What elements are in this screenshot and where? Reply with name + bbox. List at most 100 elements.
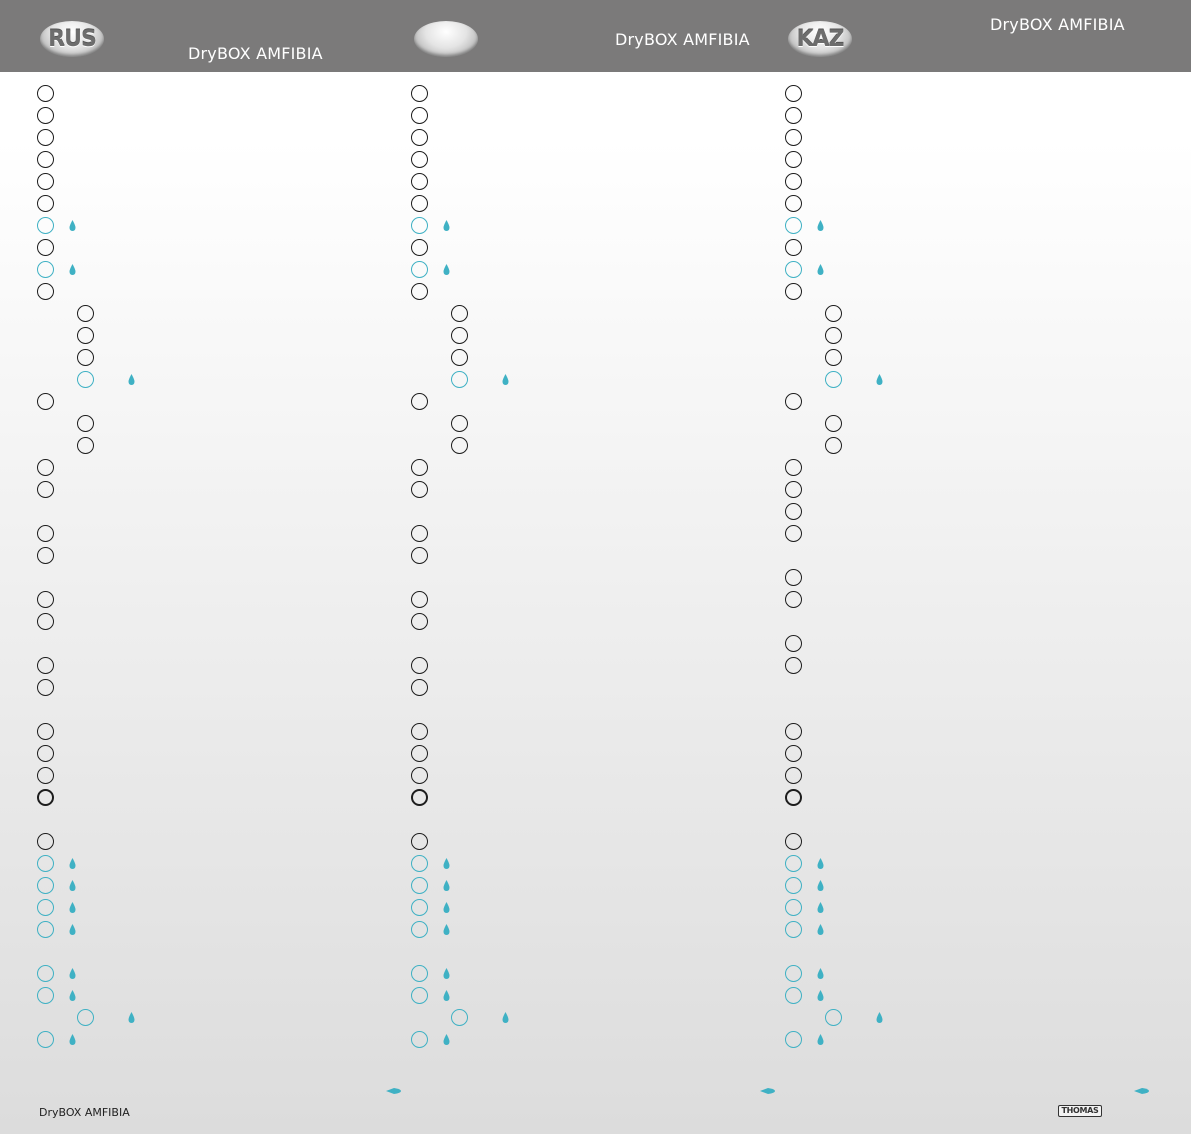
header-title-kaz: DryBOX AMFIBIA: [990, 15, 1125, 34]
checklist-ring: [451, 1009, 468, 1026]
checklist-ring: [451, 349, 468, 366]
checklist-ring: [785, 151, 802, 168]
checklist-ring: [411, 481, 428, 498]
water-drop-icon: [817, 902, 824, 913]
checklist-ring: [411, 745, 428, 762]
water-drop-icon: [817, 990, 824, 1001]
checklist-ring: [411, 261, 428, 278]
checklist-ring: [785, 745, 802, 762]
water-drop-icon: [443, 924, 450, 935]
checklist-ring: [785, 877, 802, 894]
header-title-rus: DryBOX AMFIBIA: [188, 44, 323, 63]
checklist-ring: [37, 877, 54, 894]
checklist-ring: [37, 107, 54, 124]
checklist-ring: [37, 261, 54, 278]
checklist-ring: [785, 195, 802, 212]
checklist-ring: [785, 635, 802, 652]
checklist-ring: [785, 723, 802, 740]
checklist-ring: [785, 899, 802, 916]
checklist-ring: [77, 371, 94, 388]
checklist-ring: [37, 657, 54, 674]
header-title-middle: DryBOX AMFIBIA: [615, 30, 750, 49]
checklist-ring: [37, 481, 54, 498]
checklist-ring: [825, 327, 842, 344]
checklist-ring: [785, 591, 802, 608]
checklist-ring: [37, 173, 54, 190]
checklist-ring: [785, 217, 802, 234]
checklist-ring: [785, 261, 802, 278]
checklist-ring: [37, 833, 54, 850]
checklist-ring: [785, 283, 802, 300]
water-drop-icon: [817, 968, 824, 979]
water-drop-icon: [502, 374, 509, 385]
checklist-ring: [411, 965, 428, 982]
checklist-ring: [451, 437, 468, 454]
checklist-ring: [825, 415, 842, 432]
checklist-ring: [37, 789, 54, 806]
checklist-ring: [785, 393, 802, 410]
checklist-ring: [411, 877, 428, 894]
checklist-ring: [411, 899, 428, 916]
checklist-ring: [411, 107, 428, 124]
checklist-ring: [785, 855, 802, 872]
arrow-left-icon: [760, 1088, 775, 1094]
checklist-ring: [37, 525, 54, 542]
checklist-ring: [825, 437, 842, 454]
checklist-ring: [37, 987, 54, 1004]
water-drop-icon: [817, 880, 824, 891]
checklist-ring: [77, 437, 94, 454]
checklist-ring: [411, 789, 428, 806]
checklist-ring: [785, 1031, 802, 1048]
checklist-ring: [411, 393, 428, 410]
water-drop-icon: [502, 1012, 509, 1023]
water-drop-icon: [69, 220, 76, 231]
water-drop-icon: [69, 968, 76, 979]
checklist-ring: [785, 789, 802, 806]
checklist-ring: [411, 855, 428, 872]
water-drop-icon: [443, 858, 450, 869]
checklist-ring: [451, 305, 468, 322]
water-drop-icon: [817, 1034, 824, 1045]
arrow-left-icon: [386, 1088, 401, 1094]
water-drop-icon: [128, 374, 135, 385]
checklist-ring: [37, 679, 54, 696]
thomas-logo: THOMAS: [1058, 1105, 1102, 1117]
checklist-ring: [411, 283, 428, 300]
checklist-ring: [785, 107, 802, 124]
checklist-ring: [411, 151, 428, 168]
water-drop-icon: [817, 220, 824, 231]
checklist-ring: [37, 921, 54, 938]
header-bar: RUS DryBOX AMFIBIA DryBOX AMFIBIA KAZ Dr…: [0, 0, 1191, 72]
checklist-ring: [785, 503, 802, 520]
checklist-ring: [785, 129, 802, 146]
checklist-ring: [785, 525, 802, 542]
checklist-ring: [411, 767, 428, 784]
badge-rus: RUS: [40, 21, 104, 57]
checklist-ring: [37, 613, 54, 630]
checklist-ring: [785, 481, 802, 498]
checklist-ring: [825, 1009, 842, 1026]
checklist-ring: [785, 921, 802, 938]
water-drop-icon: [876, 374, 883, 385]
checklist-ring: [37, 855, 54, 872]
checklist-ring: [37, 767, 54, 784]
checklist-ring: [451, 327, 468, 344]
checklist-ring: [411, 459, 428, 476]
checklist-ring: [37, 591, 54, 608]
checklist-ring: [411, 217, 428, 234]
checklist-ring: [825, 371, 842, 388]
checklist-ring: [785, 965, 802, 982]
checklist-ring: [37, 85, 54, 102]
checklist-ring: [411, 173, 428, 190]
checklist-ring: [411, 987, 428, 1004]
checklist-ring: [411, 1031, 428, 1048]
water-drop-icon: [69, 990, 76, 1001]
checklist-ring: [37, 547, 54, 564]
checklist-ring: [411, 525, 428, 542]
checklist-ring: [37, 459, 54, 476]
checklist-ring: [411, 85, 428, 102]
checklist-ring: [77, 305, 94, 322]
water-drop-icon: [817, 264, 824, 275]
checklist-ring: [411, 921, 428, 938]
checklist-ring: [37, 965, 54, 982]
